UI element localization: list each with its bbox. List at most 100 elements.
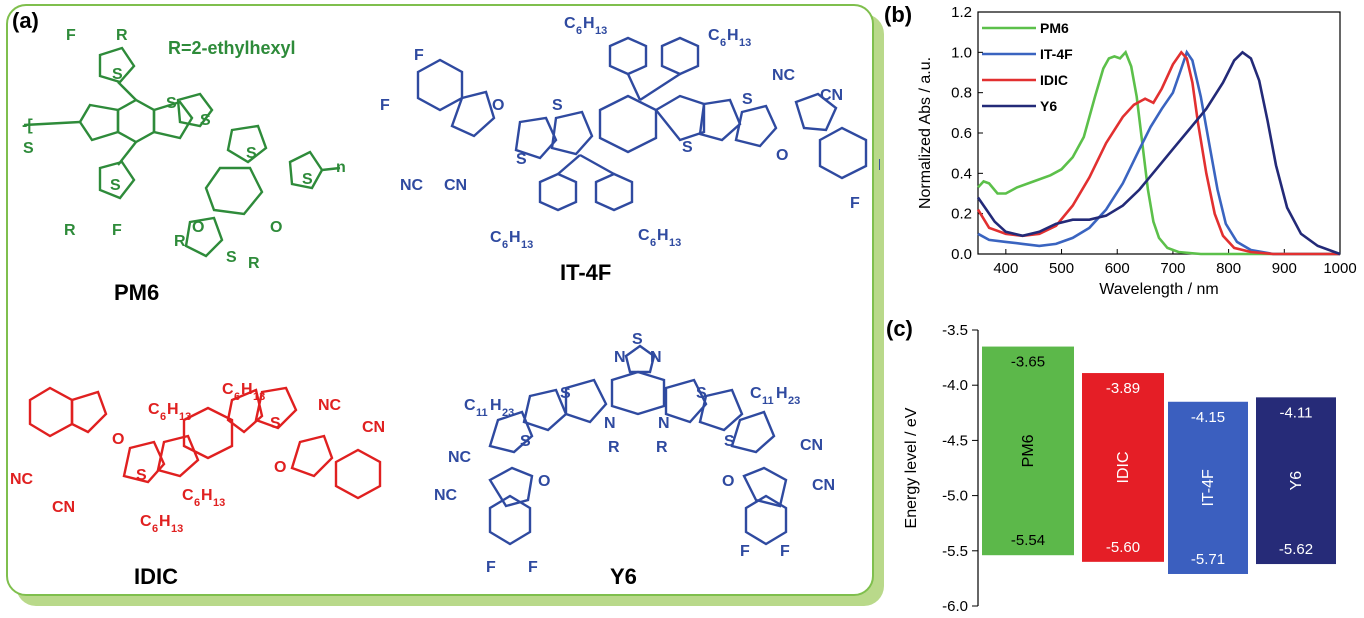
svg-text:F: F [780, 543, 790, 560]
svg-text:11: 11 [762, 395, 774, 407]
svg-text:S: S [696, 385, 707, 402]
svg-text:CN: CN [812, 477, 835, 494]
svg-text:S: S [110, 177, 121, 194]
svg-text:H: H [509, 229, 521, 246]
svg-text:R: R [656, 439, 668, 456]
y-tick-label: -5.5 [942, 543, 968, 560]
homo-label-y6: -5.62 [1279, 541, 1313, 558]
svg-text:O: O [112, 431, 124, 448]
svg-text:S: S [112, 66, 123, 83]
svg-text:R: R [116, 27, 128, 44]
svg-text:F: F [112, 222, 122, 239]
x-tick-label: 800 [1216, 260, 1241, 277]
svg-text:C: C [638, 227, 650, 244]
svg-text:13: 13 [669, 237, 681, 249]
svg-text:6: 6 [194, 497, 200, 509]
svg-text:H: H [167, 401, 179, 418]
svg-text:F: F [486, 559, 496, 576]
svg-text:H: H [159, 513, 171, 530]
y-tick-label: -4.0 [942, 377, 968, 394]
svg-text:13: 13 [171, 523, 183, 535]
y-tick-label: 1.0 [951, 44, 972, 61]
svg-text:S: S [200, 112, 211, 129]
y-tick-label: -6.0 [942, 598, 968, 615]
y-tick-label: -3.5 [942, 322, 968, 339]
svg-text:F: F [528, 559, 538, 576]
svg-text:6: 6 [160, 411, 166, 423]
x-tick-label: 900 [1272, 260, 1297, 277]
svg-text:H: H [776, 385, 788, 402]
svg-text:CN: CN [52, 499, 75, 516]
svg-text:O: O [492, 97, 504, 114]
svg-text:13: 13 [179, 411, 191, 423]
svg-text:n: n [336, 159, 346, 176]
pm6-name: PM6 [114, 280, 160, 305]
y-axis-label: Normalized Abs / a.u. [917, 57, 934, 209]
bar-name-idic: IDIC [1115, 451, 1132, 483]
svg-text:S: S [724, 433, 735, 450]
legend-label-pm6: PM6 [1040, 20, 1069, 36]
legend-label-y6: Y6 [1040, 98, 1057, 114]
svg-text:H: H [727, 27, 739, 44]
svg-text:O: O [722, 473, 734, 490]
svg-text:N: N [614, 349, 626, 366]
lumo-label-pm6: -3.65 [1011, 354, 1045, 371]
svg-text:S: S [136, 467, 147, 484]
svg-text:N: N [650, 349, 662, 366]
svg-text:R: R [608, 439, 620, 456]
energy-bar-idic [1082, 373, 1164, 562]
it4f-structure [416, 36, 868, 212]
svg-text:13: 13 [739, 37, 751, 49]
svg-text:F: F [414, 47, 424, 64]
svg-text:R: R [174, 233, 186, 250]
y-tick-label: 1.2 [951, 4, 972, 21]
svg-text:C: C [490, 229, 502, 246]
y-tick-label: 0.4 [951, 165, 972, 182]
svg-text:F: F [850, 195, 860, 212]
x-tick-label: 500 [1049, 260, 1074, 277]
svg-text:R: R [64, 222, 76, 239]
svg-text:NC: NC [434, 487, 458, 504]
homo-label-idic: -5.60 [1106, 539, 1140, 556]
svg-text:6: 6 [650, 237, 656, 249]
svg-text:O: O [192, 219, 204, 236]
bar-name-pm6: PM6 [1020, 434, 1037, 467]
y-tick-label: -4.5 [942, 432, 968, 449]
series-line-it-4f [977, 49, 1340, 256]
svg-text:-[: -[ [22, 117, 33, 134]
idic-structure [28, 386, 382, 500]
svg-text:C: C [182, 487, 194, 504]
legend-label-idic: IDIC [1040, 72, 1068, 88]
y-tick-label: 0.2 [951, 206, 972, 223]
bar-name-y6: Y6 [1288, 471, 1305, 491]
svg-text:N: N [604, 415, 616, 432]
svg-text:6: 6 [234, 391, 240, 403]
panel-b-label: (b) [884, 2, 913, 27]
svg-text:F: F [380, 97, 390, 114]
y-axis-label: Energy level / eV [903, 407, 920, 528]
lumo-label-y6: -4.11 [1279, 404, 1312, 421]
svg-text:O: O [538, 473, 550, 490]
svg-text:S: S [23, 140, 34, 157]
x-tick-label: 1000 [1323, 260, 1356, 277]
bar-name-it4f: IT-4F [1200, 469, 1217, 507]
y6-name: Y6 [610, 564, 637, 589]
svg-text:CN: CN [800, 437, 823, 454]
panel-c-label: (c) [886, 316, 913, 341]
homo-label-pm6: -5.54 [1011, 532, 1045, 549]
series-line-pm6 [977, 49, 1340, 256]
svg-text:S: S [742, 91, 753, 108]
svg-text:S: S [682, 139, 693, 156]
svg-text:C: C [564, 15, 576, 32]
svg-text:6: 6 [720, 37, 726, 49]
svg-text:CN: CN [362, 419, 385, 436]
y-tick-label: 0.8 [951, 85, 972, 102]
svg-text:S: S [552, 97, 563, 114]
svg-text:NC: NC [318, 397, 342, 414]
svg-text:CN: CN [444, 177, 467, 194]
svg-text:H: H [657, 227, 669, 244]
svg-text:C: C [148, 401, 160, 418]
